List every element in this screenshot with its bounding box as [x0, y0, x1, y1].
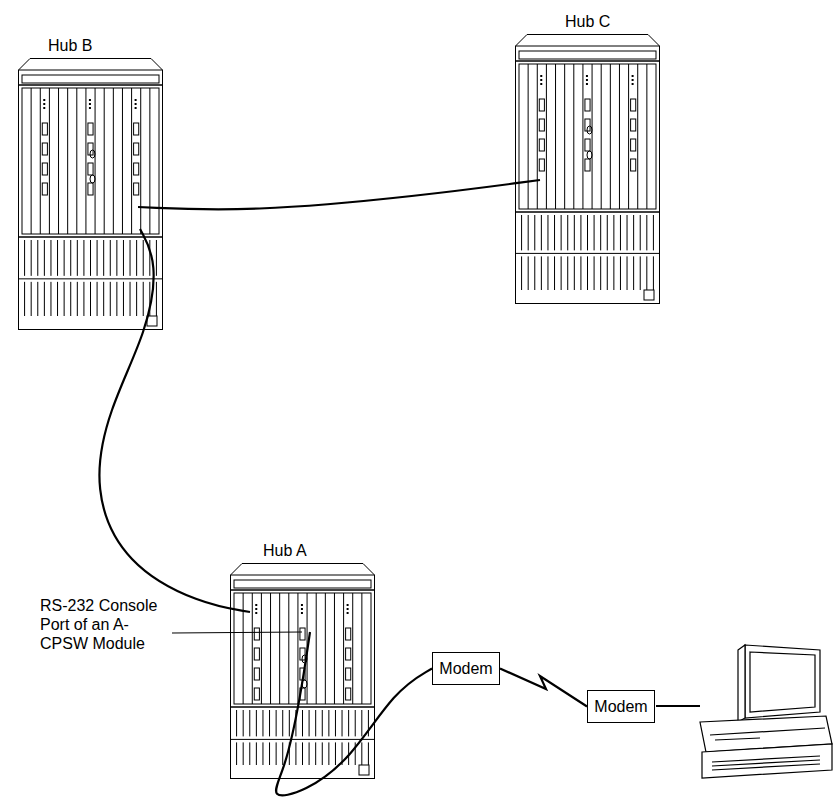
hub-label: Hub A	[263, 541, 307, 561]
modem-box: Modem	[432, 652, 500, 685]
hub-label: Hub B	[48, 36, 92, 56]
modem-label: Modem	[594, 697, 647, 717]
cable	[276, 632, 432, 795]
hub-label: Hub C	[565, 12, 610, 32]
computer-icon	[700, 645, 832, 778]
modem-box: Modem	[587, 690, 655, 723]
hub-chassis: Hub A	[230, 541, 375, 779]
chassis-drawing	[18, 58, 163, 330]
chassis-drawing	[515, 34, 660, 304]
cable	[99, 229, 250, 612]
hub-chassis: Hub B	[18, 36, 163, 330]
pc-cable	[656, 705, 700, 707]
modem-label: Modem	[439, 659, 492, 679]
cable	[500, 669, 587, 707]
chassis-drawing	[230, 563, 375, 779]
leader-line	[172, 632, 302, 633]
cable	[138, 180, 540, 209]
callout-label: RS-232 Console Port of an A-CPSW Module	[40, 596, 168, 653]
hub-chassis: Hub C	[515, 12, 660, 304]
